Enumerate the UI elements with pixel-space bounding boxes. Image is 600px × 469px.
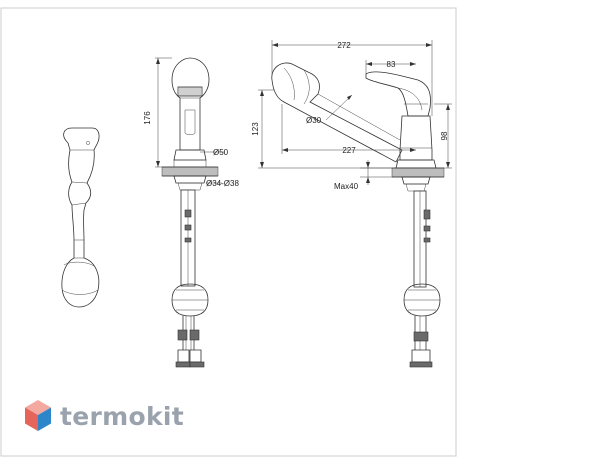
dim-227-label: 227 [342,146,356,155]
worktop-section [161,166,219,177]
sheet-frame [0,7,457,457]
termokit-logo: termokit [25,400,184,431]
logo-cube-right [38,407,51,431]
dim-272-label: 272 [337,41,351,50]
logo-text: termokit [60,402,184,431]
dim-dia30-label: Ø30 [306,116,322,125]
dim-dia50-label: Ø50 [213,148,229,157]
logo-cube-left [25,407,38,431]
top-view [61,127,100,308]
dim-83-label: 83 [387,60,396,69]
side-view-dimensions [258,40,452,185]
dim-max40-label: Max40 [334,182,359,191]
side-worktop-section [391,167,445,178]
front-view [161,57,219,368]
dim-123-label: 123 [251,122,260,136]
dim-98-label: 98 [440,131,449,140]
side-view [271,62,445,368]
dim-176-label: 176 [143,111,152,125]
front-view-dimensions [155,57,225,184]
dim-dia34-38-label: Ø34-Ø38 [206,179,239,188]
